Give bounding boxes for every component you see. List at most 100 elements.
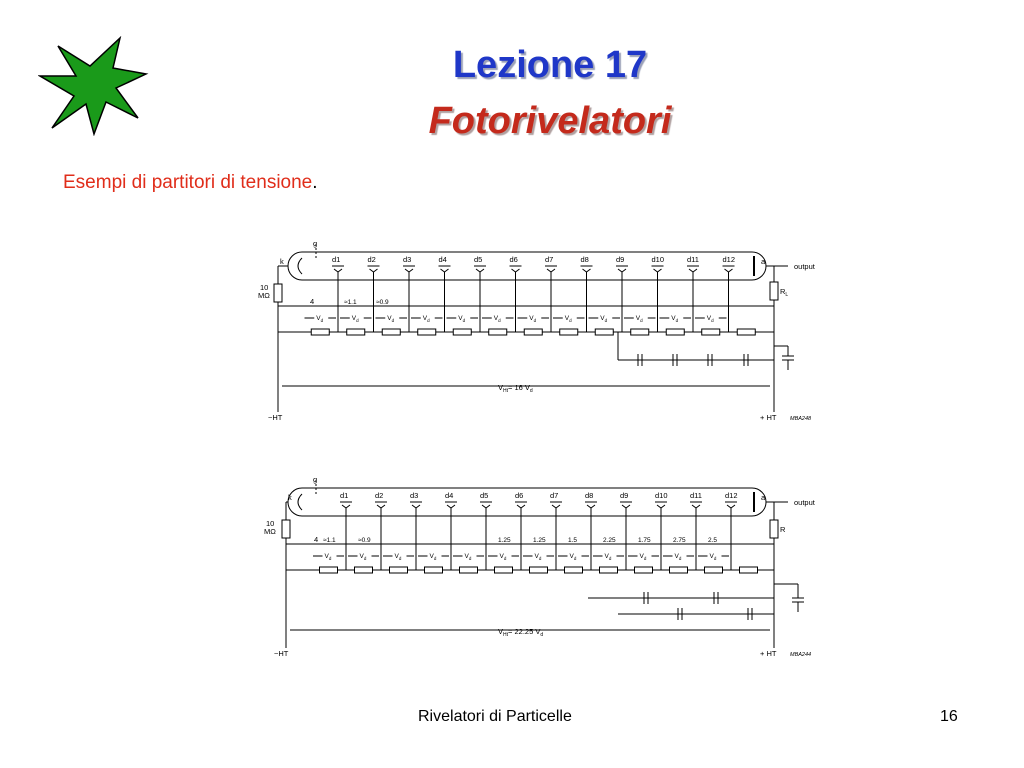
vd-label: Vd — [316, 315, 323, 323]
dynode-symbol — [725, 501, 737, 509]
vd-label: Vd — [430, 553, 437, 561]
resistor-unit-1: MΩ — [258, 291, 270, 300]
dynode-symbol — [509, 265, 522, 273]
slide-title: Lezione 17 — [452, 44, 648, 86]
total-label-vd-sub-1: d — [530, 388, 533, 394]
dynode-symbol — [616, 265, 628, 273]
ratio-label: ≈1.1 — [323, 537, 336, 544]
load-label-2: R — [780, 525, 786, 534]
vd-label: Vd — [465, 553, 472, 561]
vd-label: Vd — [707, 315, 714, 323]
section-heading-punct: . — [312, 172, 318, 193]
ratio-label: 2.75 — [673, 537, 686, 544]
dynode-symbol — [480, 501, 492, 509]
dynode-label: d1 — [340, 491, 348, 500]
page-number: 16 — [940, 708, 958, 725]
dynode-label: d11 — [687, 255, 699, 264]
divider-resistor — [310, 328, 330, 336]
cathode-label-1: k — [280, 257, 284, 266]
dynode-symbol — [655, 501, 667, 509]
vd-label: Vd — [458, 315, 465, 323]
capacitor-group-1 — [637, 354, 749, 366]
vd-label: Vd — [352, 315, 359, 323]
ratio-1a: ≈1.1 — [344, 299, 357, 306]
total-label-vd-sub-2: d — [540, 632, 543, 638]
ratio-label: ≈0.9 — [358, 537, 371, 544]
first-ratio-2: 4 — [314, 535, 318, 544]
divider-resistor — [739, 566, 758, 574]
vd-label: Vd — [570, 553, 577, 561]
vd-label: Vd — [640, 553, 647, 561]
total-label-value-1: = 16 V — [508, 383, 530, 392]
diagram-code-1: MBA248 — [790, 416, 812, 422]
divider-resistor — [736, 328, 756, 336]
anode-label-1: a — [761, 257, 766, 266]
dynode-symbol — [332, 265, 344, 273]
vd-label: Vd — [423, 315, 430, 323]
resistor-label-2: 10 — [266, 519, 274, 528]
vd-label: Vd — [360, 553, 367, 561]
ratio-label: 1.75 — [638, 537, 651, 544]
slide-subtitle-title: Fotorivelatori — [428, 100, 672, 142]
dynode-label: d5 — [480, 491, 488, 500]
dynode-symbol — [403, 265, 415, 273]
divider-resistor — [630, 328, 650, 336]
total-label-sub-1: Ht — [503, 388, 509, 394]
dynode-label: d9 — [620, 491, 628, 500]
first-ratio-1: 4 — [310, 297, 314, 306]
dynode-label: d1 — [332, 255, 340, 264]
dynode-label: d11 — [690, 491, 702, 500]
capacitor-group-2 — [643, 592, 753, 620]
dynode-symbol — [722, 265, 735, 273]
vd-label: Vd — [671, 315, 678, 323]
plus-ht-label-1: + HT — [760, 413, 777, 422]
total-label-main-2: V — [498, 627, 503, 636]
section-heading-text: Esempi di partitori di tensione — [63, 172, 313, 193]
total-label-main-1: V — [498, 383, 503, 392]
grid-label-2: g — [313, 475, 317, 484]
dynode-symbol — [410, 501, 422, 509]
minus-ht-label-2: −HT — [274, 649, 289, 658]
vd-label: Vd — [565, 315, 572, 323]
divider-resistor — [599, 566, 618, 574]
dynode-label: d3 — [403, 255, 411, 264]
divider-resistor — [452, 328, 472, 336]
ratio-label: 1.25 — [498, 537, 511, 544]
vd-label: Vd — [387, 315, 394, 323]
plus-ht-label-2: + HT — [760, 649, 777, 658]
dynode-label: d6 — [510, 255, 518, 264]
minus-ht-label-1: −HT — [268, 413, 283, 422]
dynode-label: d4 — [445, 491, 453, 500]
dynode-label: d2 — [368, 255, 376, 264]
divider-resistor — [564, 566, 583, 574]
dynode-symbol — [651, 265, 664, 273]
footer-course-title: Rivelatori di Particelle — [418, 708, 572, 725]
dynode-label: d7 — [545, 255, 553, 264]
divider-resistor — [459, 566, 478, 574]
load-label-main-1: R — [780, 287, 786, 296]
vd-label: Vd — [605, 553, 612, 561]
dynode-symbol — [687, 265, 699, 273]
dynode-label: d6 — [515, 491, 523, 500]
divider-resistor — [701, 328, 721, 336]
divider-resistor — [523, 328, 543, 336]
cathode-label-2: k — [288, 493, 292, 502]
dynode-label: d3 — [410, 491, 418, 500]
vd-label: Vd — [675, 553, 682, 561]
load-label-1: RL — [780, 287, 788, 298]
vd-label: Vd — [395, 553, 402, 561]
ratio-label: 2.25 — [603, 537, 616, 544]
divider-resistor — [488, 328, 508, 336]
vd-label: Vd — [500, 553, 507, 561]
ratio-label: 1.5 — [568, 537, 577, 544]
dynode-symbol — [545, 265, 557, 273]
dynode-symbol — [550, 501, 562, 509]
dynode-label: d10 — [655, 491, 668, 500]
dynode-label: d4 — [439, 255, 447, 264]
divider-resistor — [494, 566, 513, 574]
dynode-label: d5 — [474, 255, 482, 264]
